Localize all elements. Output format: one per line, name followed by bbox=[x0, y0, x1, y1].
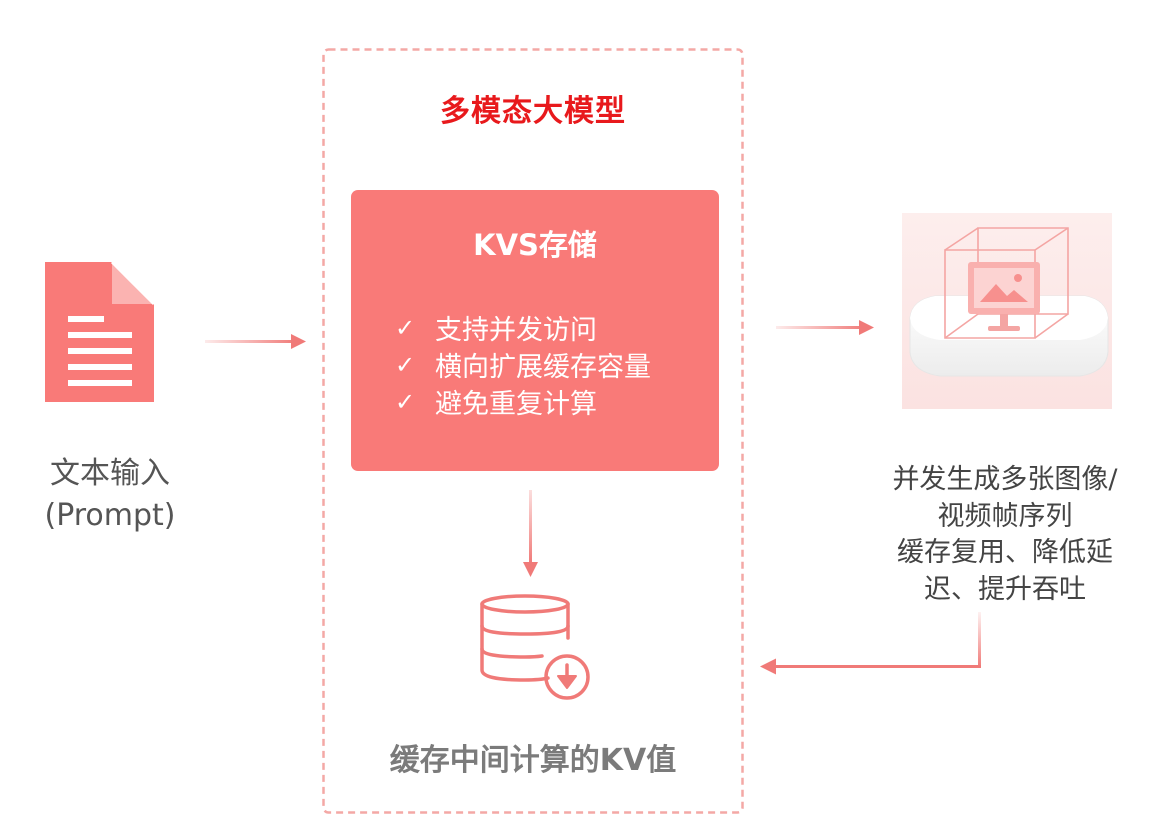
feedback-arrow bbox=[760, 612, 981, 675]
kvs-storage-box bbox=[351, 190, 719, 471]
cache-caption: 缓存中间计算的KV值 bbox=[389, 743, 677, 778]
input-label-line: (Prompt) bbox=[44, 498, 176, 533]
database-download-icon bbox=[480, 594, 590, 700]
output-arrow bbox=[776, 320, 874, 335]
kvs-to-cache-arrow bbox=[523, 490, 538, 577]
kvs-feature-item: ✓ 避免重复计算 bbox=[395, 383, 651, 421]
kvs-feature-item: ✓ 横向扩展缓存容量 bbox=[395, 346, 651, 384]
output-label-line: 视频帧序列 bbox=[937, 500, 1073, 532]
input-label-line: 文本输入 bbox=[50, 456, 170, 491]
checkmark-icon: ✓ bbox=[395, 350, 416, 379]
model-frame-title: 多模态大模型 bbox=[440, 94, 626, 129]
kvs-storage-title: KVS存储 bbox=[473, 228, 597, 262]
kvs-feature-label: 支持并发访问 bbox=[435, 315, 597, 346]
model-frame-border bbox=[322, 48, 744, 814]
checkmark-icon: ✓ bbox=[395, 313, 416, 342]
output-label-line: 并发生成多张图像/ bbox=[892, 464, 1118, 495]
kvs-feature-list: ✓ 支持并发访问 ✓ 横向扩展缓存容量 ✓ 避免重复计算 bbox=[395, 309, 651, 421]
kvs-feature-label: 避免重复计算 bbox=[435, 389, 597, 420]
input-arrow bbox=[205, 334, 306, 349]
kvs-feature-item: ✓ 支持并发访问 bbox=[395, 309, 651, 347]
input-label: 文本输入 (Prompt) bbox=[10, 453, 210, 537]
output-label-line: 迟、提升吞吐 bbox=[924, 573, 1086, 605]
kvs-feature-label: 横向扩展缓存容量 bbox=[435, 352, 651, 383]
output-label: 并发生成多张图像/ 视频帧序列 缓存复用、降低延 迟、提升吞吐 bbox=[860, 462, 1150, 608]
image-generation-box-icon bbox=[902, 213, 1112, 409]
output-label-line: 缓存复用、降低延 bbox=[897, 537, 1113, 568]
checkmark-icon: ✓ bbox=[395, 387, 416, 416]
document-icon bbox=[45, 260, 156, 402]
